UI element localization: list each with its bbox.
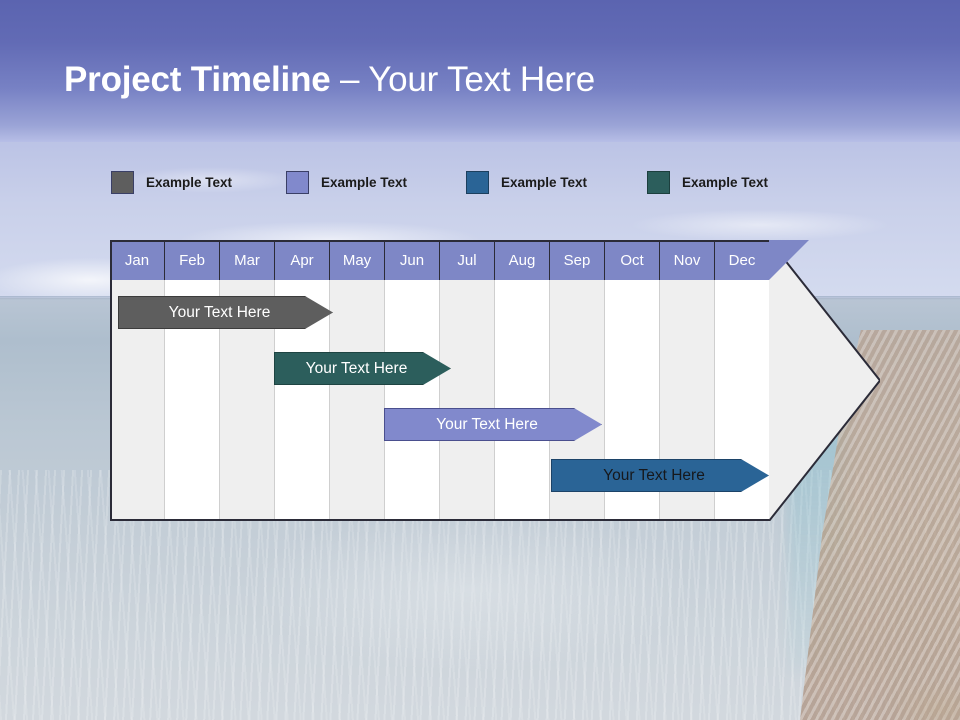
legend-label-3: Example Text <box>501 175 588 190</box>
timeline-bar-label-1: Your Text Here <box>168 303 271 321</box>
month-column-may <box>330 280 385 521</box>
page-title: Project Timeline – Your Text Here <box>64 58 595 102</box>
timeline-bar-3[interactable]: Your Text Here <box>384 408 602 441</box>
legend-swatch-icon-4 <box>647 171 670 194</box>
month-header-jun[interactable]: Jun <box>385 240 440 280</box>
legend-swatch-icon-3 <box>466 171 489 194</box>
legend-label-1: Example Text <box>146 175 233 190</box>
month-header-jan[interactable]: Jan <box>110 240 165 280</box>
month-header-dec[interactable]: Dec <box>715 240 769 280</box>
month-header-may[interactable]: May <box>330 240 385 280</box>
month-column-aug <box>495 280 550 521</box>
legend-swatch-icon-1 <box>111 171 134 194</box>
timeline-bar-2[interactable]: Your Text Here <box>274 352 451 385</box>
timeline-bar-label-3: Your Text Here <box>436 415 538 433</box>
month-header-nov[interactable]: Nov <box>660 240 715 280</box>
month-column-jun <box>385 280 440 521</box>
legend-label-4: Example Text <box>682 175 769 190</box>
page-title-strong: Project Timeline <box>64 60 331 99</box>
month-header-aug[interactable]: Aug <box>495 240 550 280</box>
legend-item-4[interactable]: Example Text <box>647 171 768 194</box>
page-title-light: – Your Text Here <box>330 60 595 99</box>
legend-label-2: Example Text <box>321 175 408 190</box>
legend-item-2[interactable]: Example Text <box>286 171 407 194</box>
month-header-sep[interactable]: Sep <box>550 240 605 280</box>
timeline-bar-label-2: Your Text Here <box>305 359 408 377</box>
month-header-mar[interactable]: Mar <box>220 240 275 280</box>
month-header-apr[interactable]: Apr <box>275 240 330 280</box>
timeline-month-header-cap <box>769 240 809 280</box>
timeline-bar-1[interactable]: Your Text Here <box>118 296 333 329</box>
legend-item-3[interactable]: Example Text <box>466 171 587 194</box>
timeline-bar-label-4: Your Text Here <box>603 466 705 484</box>
legend-swatch-icon-2 <box>286 171 309 194</box>
timeline-bar-4[interactable]: Your Text Here <box>551 459 769 492</box>
month-header-feb[interactable]: Feb <box>165 240 220 280</box>
month-column-jul <box>440 280 495 521</box>
month-header-oct[interactable]: Oct <box>605 240 660 280</box>
month-header-jul[interactable]: Jul <box>440 240 495 280</box>
legend-item-1[interactable]: Example Text <box>111 171 232 194</box>
title-band <box>0 0 960 142</box>
